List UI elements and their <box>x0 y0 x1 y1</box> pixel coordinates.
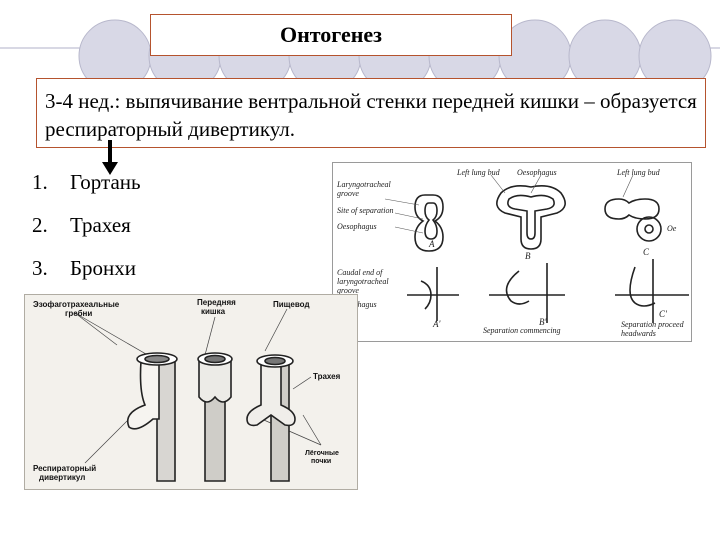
list-item-number: 3. <box>32 256 48 280</box>
organ-list: 1. Гортань 2. Трахея 3. Бронхи <box>32 170 141 299</box>
label-lung-buds: Лёгочные <box>305 450 339 457</box>
label-oesophagus-b: Oesophagus <box>517 168 557 177</box>
lung-bud-development-figure: Laryngotracheal groove Site of separatio… <box>332 162 692 342</box>
label-left-lung-bud-b: Left lung bud <box>456 168 501 177</box>
list-item-number: 1. <box>32 170 48 194</box>
label-separation-proceeding: Separation proceed <box>621 320 685 329</box>
list-item: 3. Бронхи <box>32 256 141 299</box>
panel-label-a: A <box>428 239 435 249</box>
label-separation-proceeding-2: headwards <box>621 329 656 338</box>
down-arrow-icon <box>102 140 118 175</box>
stage-description-text: 3-4 нед.: выпячивание вентральной стенки… <box>45 89 697 141</box>
panel-label-b-prime: B' <box>539 317 547 327</box>
panel-label-a-prime: A' <box>432 319 441 329</box>
label-diverticulum-2: дивертикул <box>39 473 85 482</box>
label-caudal-end: Caudal end of <box>337 268 384 277</box>
list-item: 2. Трахея <box>32 213 141 256</box>
stage-description-box: 3-4 нед.: выпячивание вентральной стенки… <box>36 78 706 148</box>
label-left-lung-bud-c: Left lung bud <box>616 168 661 177</box>
panel-label-c: C <box>643 247 650 257</box>
label-foregut: Передняя <box>197 298 236 307</box>
label-foregut-2: кишка <box>201 307 226 316</box>
list-item-label: Гортань <box>70 170 141 194</box>
label-ridges-2: гребни <box>65 309 92 318</box>
panel-label-b: B <box>525 251 531 261</box>
label-esophagus: Пищевод <box>273 300 310 309</box>
list-item: 1. Гортань <box>32 170 141 213</box>
label-laryngotracheal: Laryngotracheal <box>336 180 392 189</box>
label-groove: groove <box>337 189 359 198</box>
label-diverticulum: Респираторный <box>33 464 96 473</box>
label-ridges: Эзофаготрахеальные <box>33 300 120 309</box>
label-separation-commencing: Separation commencing <box>483 326 561 335</box>
label-trachea: Трахея <box>313 372 341 381</box>
label-caudal-end-2: laryngotracheal <box>337 277 389 286</box>
slide-title: Онтогенез <box>150 14 512 56</box>
label-oesophagus-a: Oesophagus <box>337 222 377 231</box>
list-item-label: Трахея <box>70 213 131 237</box>
list-item-label: Бронхи <box>70 256 137 280</box>
panel-label-c-prime: C' <box>659 309 668 319</box>
label-caudal-end-3: groove <box>337 286 359 295</box>
label-lung-buds-2: почки <box>311 458 331 465</box>
label-site-of-separation: Site of separation <box>337 206 393 215</box>
list-item-number: 2. <box>32 213 48 237</box>
tracheoesophageal-separation-figure: Эзофаготрахеальные гребни Передняя кишка… <box>24 294 358 490</box>
label-oe-c: Oe <box>667 224 677 233</box>
slide-title-text: Онтогенез <box>279 22 383 47</box>
